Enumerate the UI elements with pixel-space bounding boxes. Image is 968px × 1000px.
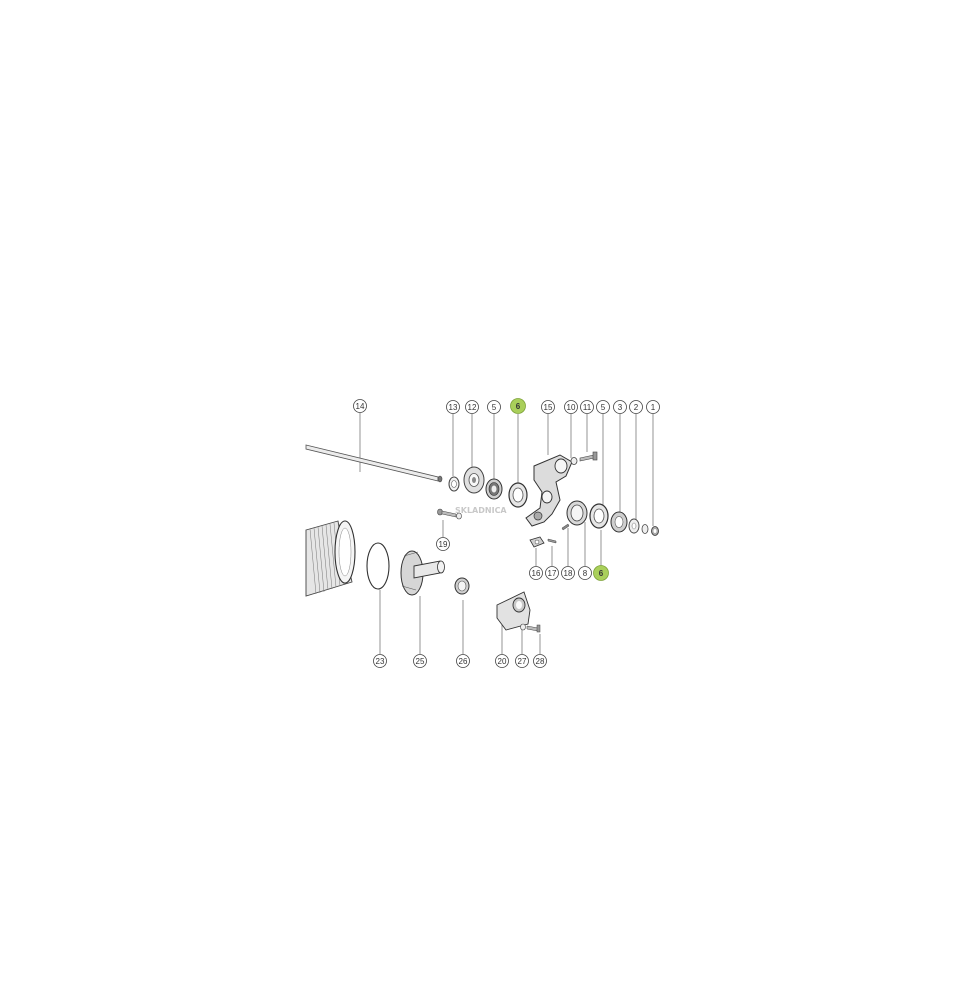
callout-18-label: 18: [564, 569, 573, 578]
watermark-text: SKLADNICA: [455, 506, 507, 515]
callout-6-right-highlighted: 6: [593, 565, 609, 581]
callout-13-label: 13: [449, 403, 458, 412]
part-23-roller-drum: [305, 520, 356, 597]
callout-13: 13: [446, 400, 460, 414]
callout-1: 1: [646, 400, 660, 414]
part-19-bolt: [437, 508, 462, 520]
callout-17-label: 17: [548, 569, 557, 578]
part-25-hub-flange: [400, 550, 445, 596]
part-1-nut: [651, 526, 659, 536]
callouts: 14 13 12 5 6 15 10 11: [353, 398, 660, 668]
callout-18: 18: [561, 566, 575, 580]
callout-15-label: 15: [544, 403, 553, 412]
callout-26: 26: [456, 654, 470, 668]
part-2-washer: [641, 524, 649, 534]
callout-2: 2: [629, 400, 643, 414]
part-10-washer-small: [570, 457, 578, 465]
callout-6-left-label: 6: [516, 402, 521, 411]
callout-28: 28: [533, 654, 547, 668]
callout-20: 20: [495, 654, 509, 668]
part-6-seal-right: [589, 503, 609, 529]
callout-23: 23: [373, 654, 387, 668]
callout-27: 27: [515, 654, 529, 668]
part-13-washer: [448, 476, 460, 492]
part-26-bushing: [454, 577, 470, 595]
part-23-oring: [366, 542, 390, 590]
callout-5-left: 5: [487, 400, 501, 414]
callout-23-label: 23: [376, 657, 385, 666]
part-12-flange: [463, 466, 485, 494]
callout-26-label: 26: [459, 657, 468, 666]
callout-3: 3: [613, 400, 627, 414]
callout-19-label: 19: [439, 540, 448, 549]
callout-25-label: 25: [416, 657, 425, 666]
callout-20-label: 20: [498, 657, 507, 666]
callout-8: 8: [578, 566, 592, 580]
part-15-bracket: [525, 454, 573, 527]
callout-14: 14: [353, 399, 367, 413]
callout-3-label: 3: [618, 403, 623, 412]
callout-5-right: 5: [596, 400, 610, 414]
leader-lines: [359, 413, 654, 654]
callout-28-label: 28: [536, 657, 545, 666]
part-8-housing: [566, 500, 588, 526]
callout-1-label: 1: [651, 403, 656, 412]
part-3-washer: [628, 518, 640, 534]
callout-25: 25: [413, 654, 427, 668]
callout-5-left-label: 5: [492, 403, 497, 412]
callout-6-right-label: 6: [599, 569, 604, 578]
callout-6-left-highlighted: 6: [510, 398, 526, 414]
part-17-pin: [547, 538, 557, 544]
part-16-block: [529, 536, 545, 548]
callout-15: 15: [541, 400, 555, 414]
callout-19: 19: [436, 537, 450, 551]
part-11-bolt: [579, 451, 598, 462]
part-6-seal-left: [508, 482, 528, 508]
callout-16: 16: [529, 566, 543, 580]
part-14-shaft: [305, 444, 443, 483]
callout-27-label: 27: [518, 657, 527, 666]
part-5-bearing-left: [485, 478, 503, 500]
callout-12: 12: [465, 400, 479, 414]
callout-17: 17: [545, 566, 559, 580]
part-5-bearing-right: [610, 511, 628, 533]
callout-11-label: 11: [583, 403, 592, 412]
part-27-washer: [520, 623, 526, 631]
callout-5-right-label: 5: [601, 403, 606, 412]
callout-10-label: 10: [567, 403, 576, 412]
part-20-cover-plate: [496, 591, 531, 631]
callout-10: 10: [564, 400, 578, 414]
part-18-spring-pin: [561, 523, 570, 531]
callout-11: 11: [580, 400, 594, 414]
callout-14-label: 14: [356, 402, 365, 411]
callout-8-label: 8: [583, 569, 588, 578]
callout-16-label: 16: [532, 569, 541, 578]
part-28-bolt: [526, 624, 541, 633]
callout-2-label: 2: [634, 403, 639, 412]
callout-12-label: 12: [468, 403, 477, 412]
